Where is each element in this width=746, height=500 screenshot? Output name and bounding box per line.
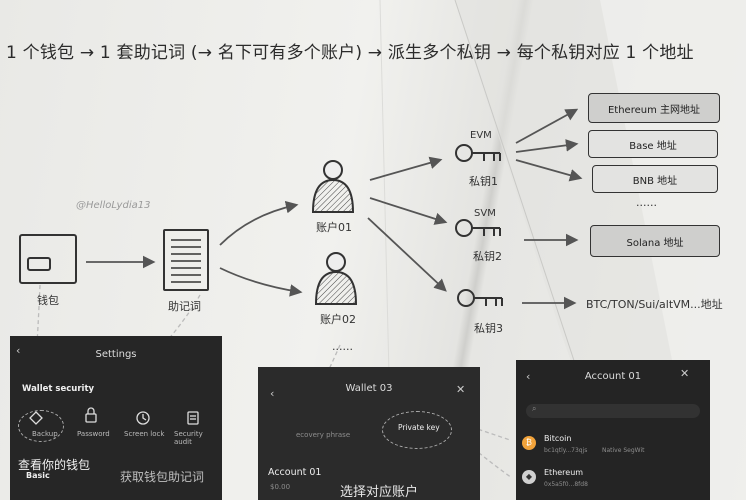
key-2-chain: SVM [474,208,496,219]
search-input[interactable]: ⌕ [526,404,700,418]
screen-lock-icon[interactable] [136,411,150,425]
mnemonic-document-icon [163,229,209,291]
phone-settings: ‹ Settings Wallet security Backup Passwo… [10,336,222,500]
address-bnb: BNB 地址 [592,165,718,193]
key-1-icon [455,144,501,162]
account-1-label: 账户01 [316,221,352,234]
annotation-select-account: 选择对应账户 [340,485,419,500]
asset-row-ethereum[interactable]: ◆ Ethereum 0x5a5f0...8fd8 [522,466,706,496]
search-icon: ⌕ [532,404,537,413]
key-2-label: 私钥2 [473,250,502,263]
annotation-get-mnemonic: 获取钱包助记词 [120,470,205,484]
phone-wallet: ‹ Wallet 03 ✕ ecovery phrase Private key… [258,367,480,500]
asset-address: 0x5a5f0...8fd8 [544,481,588,488]
asset-name: Bitcoin [544,434,572,443]
address-ethereum: Ethereum 主网地址 [588,93,720,123]
account-more-label: ...... [332,340,353,353]
security-audit-label[interactable]: Security audit [174,430,203,446]
wallet-icon [19,234,77,284]
backup-highlight [18,410,64,442]
back-icon[interactable]: ‹ [526,370,531,383]
private-key-highlight [382,411,452,449]
password-label[interactable]: Password [77,430,110,438]
key-3-label: 私钥3 [474,322,503,335]
settings-title: Settings [95,349,137,360]
back-icon[interactable]: ‹ [16,344,21,357]
basic-heading: Basic [26,471,50,480]
address-solana: Solana 地址 [590,225,720,257]
account-2-label: 账户02 [320,313,356,326]
flow-arrows [86,108,583,310]
security-audit-icon[interactable] [187,411,199,425]
account-title: Account 01 [584,371,642,382]
key-3-icon [457,289,503,307]
screen-lock-label[interactable]: Screen lock [124,430,165,438]
address-base: Base 地址 [588,130,718,158]
account-name[interactable]: Account 01 [268,467,322,478]
asset-row-bitcoin[interactable]: ₿ Bitcoin bc1qtly...73qjs Native SegWit [522,432,706,462]
account-1-person-icon [311,160,355,213]
key-2-icon [455,219,501,237]
asset-name: Ethereum [544,468,584,477]
ethereum-icon: ◆ [522,470,536,484]
wallet-label: 钱包 [37,294,59,307]
back-icon[interactable]: ‹ [270,387,275,400]
annotation-view-wallet: 查看你的钱包 [18,458,91,472]
key-1-label: 私钥1 [469,175,498,188]
asset-tag: Native SegWit [602,447,645,454]
address-more: ...... [636,196,657,209]
account-2-person-icon [314,252,358,305]
watermark: @HelloLydia13 [76,200,151,211]
phone-account: ‹ Account 01 ✕ ⌕ ₿ Bitcoin bc1qtly...73q… [516,360,710,500]
password-icon[interactable] [85,407,97,423]
wallet-security-heading: Wallet security [22,384,95,394]
mnemonic-label: 助记词 [168,300,201,313]
diagram-title: 1 个钱包 → 1 套助记词 (→ 名下可有多个账户) → 派生多个私钥 → 每… [6,43,694,63]
account-balance: $0.00 [270,483,291,491]
address-btc-etc: BTC/TON/Sui/altVM...地址 [586,298,723,311]
close-icon[interactable]: ✕ [456,383,466,396]
wallet-title: Wallet 03 [345,383,393,394]
bitcoin-icon: ₿ [522,436,536,450]
recovery-phrase-option[interactable]: ecovery phrase [296,431,351,439]
close-icon[interactable]: ✕ [680,367,690,380]
key-1-chain: EVM [470,130,492,141]
asset-address: bc1qtly...73qjs [544,447,588,454]
